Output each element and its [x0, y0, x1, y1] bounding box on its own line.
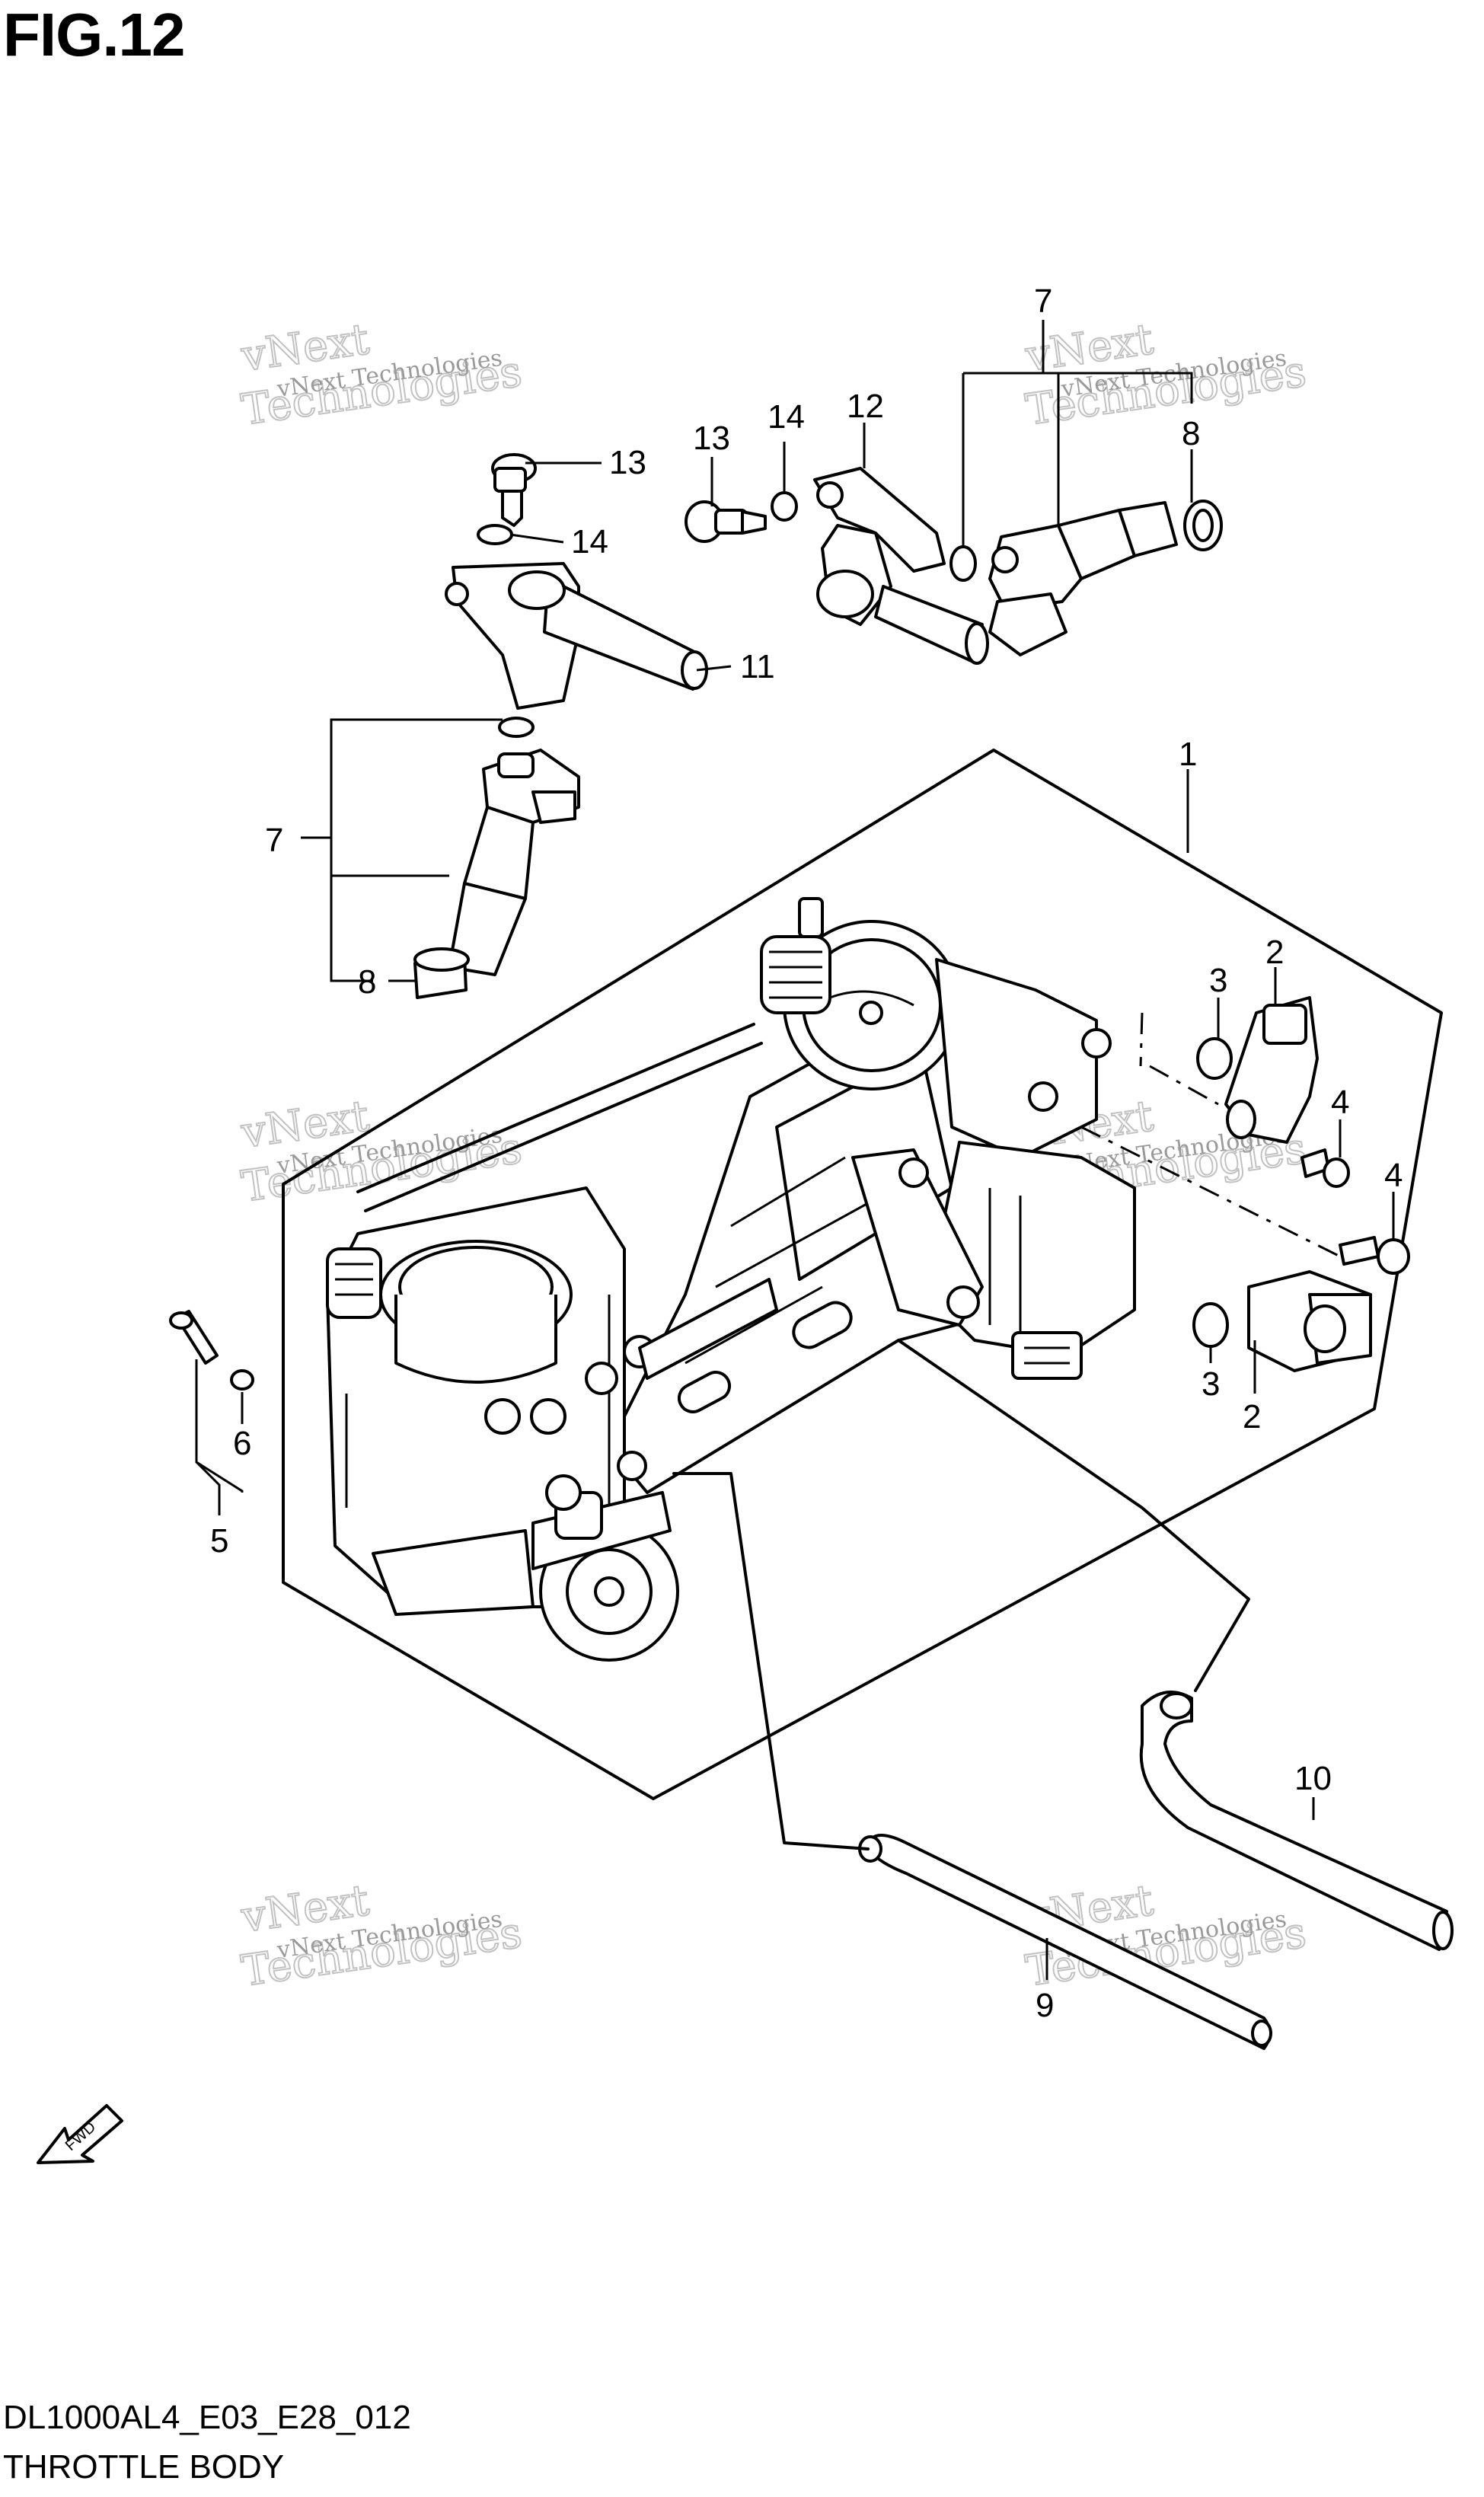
o-ring-14-right	[771, 491, 798, 522]
callout-2: 2	[1243, 1398, 1261, 1435]
screw-13-left	[491, 453, 537, 527]
hose-10	[1139, 1691, 1454, 1951]
callout-8: 8	[358, 963, 376, 1001]
seal-8-right	[1183, 500, 1223, 551]
screw-5	[169, 1310, 219, 1365]
leader-lines	[195, 320, 1395, 1980]
throttle-body-assembly	[326, 897, 1136, 1662]
callout-3: 3	[1209, 962, 1227, 999]
seal-8-left	[413, 947, 470, 999]
callout-5: 5	[210, 1522, 228, 1560]
fuel-delivery-pipe-11	[445, 562, 708, 710]
sensor-2-upper	[1224, 996, 1319, 1144]
callout-7: 7	[1034, 283, 1052, 320]
o-ring-3-lower	[1192, 1302, 1229, 1348]
screw-4-upper	[1300, 1148, 1350, 1188]
callout-labels: 1 2 2 3 3 4 4 5 6 7 7 8 8 9 10 11 12 13 …	[210, 283, 1403, 2024]
fuel-injector-7-left	[448, 717, 580, 976]
diagram-caption: THROTTLE BODY	[3, 2448, 285, 2486]
sensor-2-lower	[1247, 1270, 1372, 1372]
callout-1: 1	[1179, 736, 1197, 773]
callout-6: 6	[233, 1425, 251, 1462]
callout-12: 12	[847, 388, 884, 425]
callout-10: 10	[1294, 1760, 1332, 1797]
forward-arrow-icon: FWD	[37, 2104, 123, 2164]
figure-title: FIG.12	[3, 1, 186, 69]
callout-13: 13	[693, 420, 730, 457]
callout-4: 4	[1331, 1084, 1349, 1121]
assembly-outline	[282, 749, 1443, 1800]
callout-13: 13	[609, 444, 646, 481]
callout-7: 7	[265, 822, 283, 859]
routing-lines	[672, 1012, 1341, 1850]
fuel-injector-7-right	[988, 501, 1178, 656]
callout-2: 2	[1265, 934, 1284, 971]
o-ring-7-right	[949, 545, 977, 582]
o-ring-3-upper	[1196, 1037, 1233, 1080]
callout-8: 8	[1182, 415, 1200, 452]
screw-13-right	[685, 500, 767, 543]
callout-11: 11	[740, 648, 775, 685]
callout-9: 9	[1036, 1987, 1054, 2024]
callout-4: 4	[1384, 1157, 1403, 1194]
fuel-delivery-pipe-12	[813, 467, 989, 665]
callout-14: 14	[571, 523, 608, 560]
washer-6	[230, 1369, 254, 1391]
screw-4-lower	[1339, 1236, 1410, 1275]
callout-14: 14	[768, 398, 805, 436]
o-ring-14-left	[477, 524, 513, 545]
diagram-code: DL1000AL4_E03_E28_012	[3, 2399, 411, 2436]
hose-9	[858, 1834, 1272, 2050]
callout-3: 3	[1202, 1365, 1220, 1403]
